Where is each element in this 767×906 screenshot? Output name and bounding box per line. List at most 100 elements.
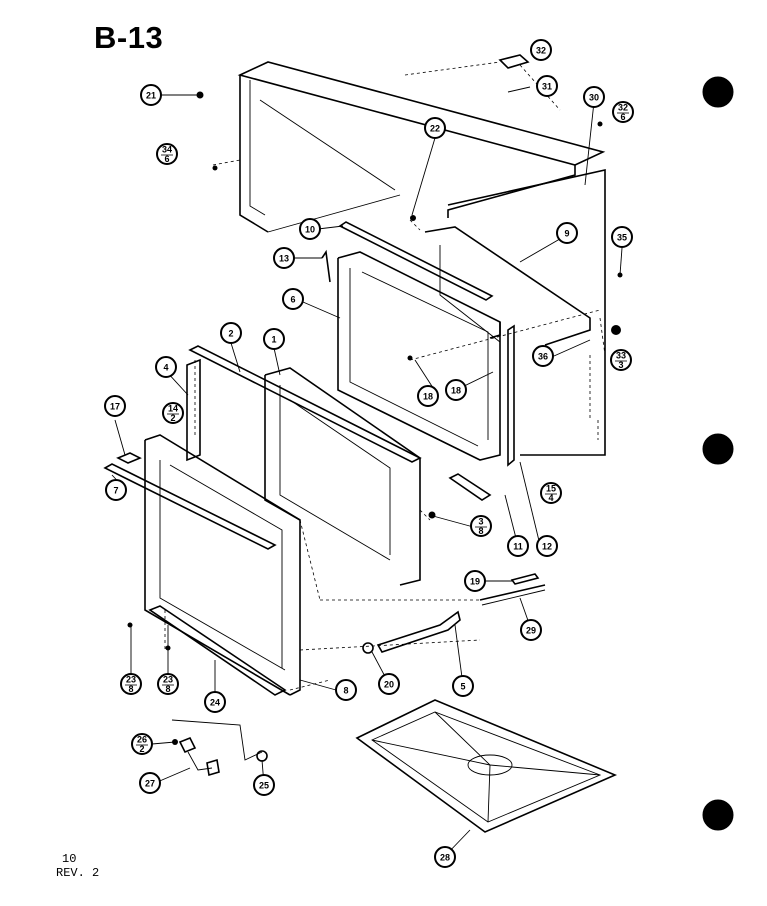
svg-text:28: 28 [440,853,450,863]
svg-text:2: 2 [170,413,175,423]
callout-30: 30 [583,86,605,108]
callout-36: 36 [532,345,554,367]
fastener-points [127,91,623,745]
spring-hook [510,573,540,585]
svg-text:12: 12 [542,542,552,552]
callout-28: 28 [434,846,456,868]
svg-text:36: 36 [538,352,548,362]
svg-text:33: 33 [616,351,626,361]
callout-8: 8 [335,679,357,701]
callout-27: 27 [139,772,161,794]
svg-text:18: 18 [423,392,433,402]
rear-gasket-frame [424,226,591,346]
label-tag [498,54,530,69]
callout-26-2: 26 2 [131,733,153,755]
svg-text:6: 6 [164,154,169,164]
callout-3-8: 3 8 [470,515,492,537]
callout-32: 32 [530,39,552,61]
hinge-arm [376,610,461,653]
door-top-rail [188,345,422,463]
wire-harness [171,719,268,777]
side-trim-strip [507,324,515,467]
svg-text:6: 6 [620,112,625,122]
svg-text:13: 13 [279,254,289,264]
svg-text:32: 32 [618,103,628,113]
callout-24: 24 [204,691,226,713]
page-number: 10 [62,852,77,866]
svg-text:2: 2 [139,744,144,754]
svg-text:4: 4 [163,363,168,373]
svg-text:30: 30 [589,93,599,103]
svg-text:35: 35 [617,233,627,243]
svg-text:25: 25 [259,781,269,791]
handle-trim [116,452,142,464]
callout-14-2: 14 2 [162,402,184,424]
svg-text:19: 19 [470,577,480,587]
door-spring [479,584,546,601]
svg-text:21: 21 [146,91,156,101]
svg-text:34: 34 [162,145,172,155]
svg-text:18: 18 [451,386,461,396]
callout-34-6: 34 6 [156,143,178,165]
callout-18-a: 18 [417,385,439,407]
callout-35: 35 [611,226,633,248]
side-clip [321,249,331,283]
svg-text:7: 7 [113,486,118,496]
callout-2: 2 [220,322,242,344]
callout-4: 4 [155,356,177,378]
svg-text:26: 26 [137,735,147,745]
callout-32-6: 32 6 [612,101,634,123]
svg-text:8: 8 [165,684,170,694]
callout-leader-lines [111,86,623,857]
callout-10: 10 [299,218,321,240]
revision-label: REV. 2 [56,866,100,880]
callout-20: 20 [378,673,400,695]
svg-text:20: 20 [384,680,394,690]
svg-text:14: 14 [168,404,178,414]
svg-text:29: 29 [526,626,536,636]
svg-text:3: 3 [618,360,623,370]
callout-13: 13 [273,247,295,269]
svg-text:23: 23 [126,675,136,685]
callout-6: 6 [282,288,304,310]
svg-text:32: 32 [536,46,546,56]
outer-cabinet-wrapper [237,61,606,233]
callout-17: 17 [104,395,126,417]
svg-text:27: 27 [145,779,155,789]
hinge-roller [362,642,374,654]
inner-door-panel [264,367,421,586]
svg-text:8: 8 [128,684,133,694]
svg-text:6: 6 [290,295,295,305]
callout-29: 29 [520,619,542,641]
door-hinge-bar [148,605,287,696]
callout-12: 12 [536,535,558,557]
drip-tray [355,699,618,833]
callout-15-4: 15 4 [540,482,562,504]
binder-hole-middle [702,433,734,465]
assembly-leader-lines [164,61,606,691]
callout-25: 25 [253,774,275,796]
svg-text:10: 10 [305,225,315,235]
door-glass [186,358,201,462]
svg-text:31: 31 [542,82,552,92]
callout-7: 7 [105,479,127,501]
svg-text:2: 2 [228,329,233,339]
callout-18-b: 18 [445,379,467,401]
page-title: B-13 [94,20,164,55]
callout-31: 31 [536,75,558,97]
callout-19: 19 [464,570,486,592]
binder-hole-bottom [702,799,734,831]
oven-liner-frame [337,251,501,461]
svg-text:22: 22 [430,124,440,134]
door-handle [103,463,277,550]
callout-9: 9 [556,222,578,244]
svg-text:11: 11 [513,542,523,552]
svg-text:3: 3 [478,517,483,527]
callout-1: 1 [263,328,285,350]
binder-hole-top [702,76,734,108]
svg-text:4: 4 [548,493,553,503]
svg-text:5: 5 [460,682,465,692]
top-trim-bar [338,221,494,301]
svg-text:1: 1 [271,335,276,345]
